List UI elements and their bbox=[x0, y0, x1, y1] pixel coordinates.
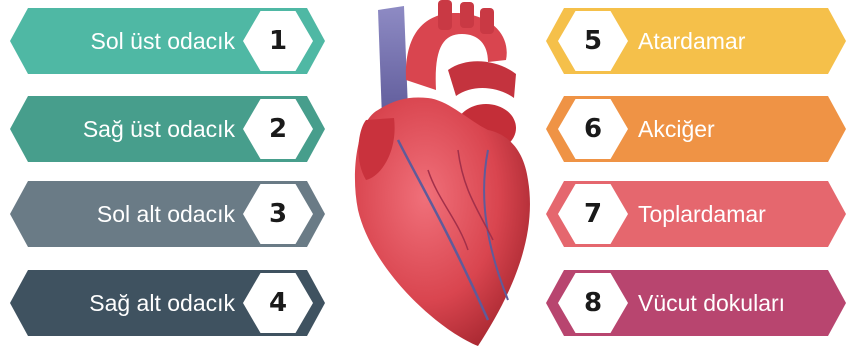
label-item-5: 5 Atardamar bbox=[546, 8, 846, 74]
artery-branch bbox=[438, 0, 452, 30]
label-text: Sağ alt odacık bbox=[89, 270, 235, 336]
label-item-2: Sağ üst odacık 2 bbox=[10, 96, 325, 162]
label-item-3: Sol alt odacık 3 bbox=[10, 181, 325, 247]
label-text: Vücut dokuları bbox=[638, 270, 785, 336]
pulmonary-vessel bbox=[448, 61, 516, 98]
label-text: Atardamar bbox=[638, 8, 745, 74]
heart-icon bbox=[338, 0, 538, 349]
label-text: Sol alt odacık bbox=[97, 181, 235, 247]
label-text: Sağ üst odacık bbox=[83, 96, 235, 162]
artery-branch bbox=[480, 8, 494, 34]
label-item-8: 8 Vücut dokuları bbox=[546, 270, 846, 336]
label-item-1: Sol üst odacık 1 bbox=[10, 8, 325, 74]
label-text: Sol üst odacık bbox=[91, 8, 235, 74]
label-item-6: 6 Akciğer bbox=[546, 96, 846, 162]
label-item-4: Sağ alt odacık 4 bbox=[10, 270, 325, 336]
label-text: Toplardamar bbox=[638, 181, 766, 247]
label-item-7: 7 Toplardamar bbox=[546, 181, 846, 247]
label-text: Akciğer bbox=[638, 96, 715, 162]
artery-branch bbox=[460, 2, 474, 28]
